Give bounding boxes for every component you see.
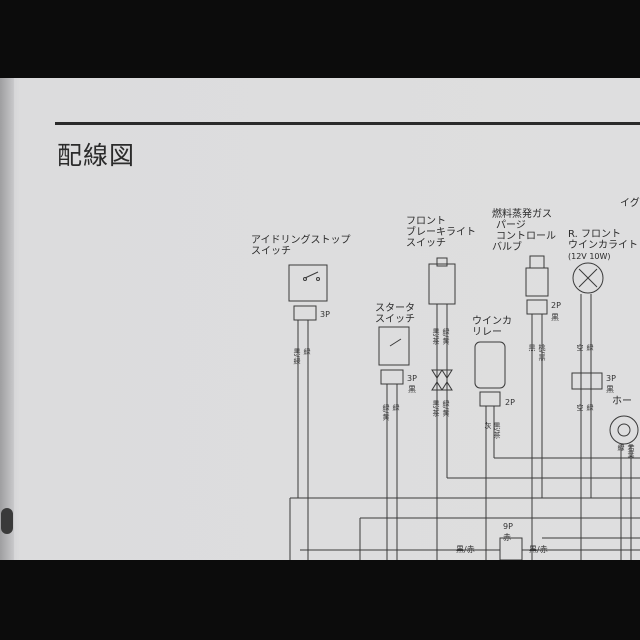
- bulb-filament: [578, 268, 598, 288]
- idle-stop-connector-body: [293, 305, 317, 321]
- horn-symbol: [609, 415, 639, 445]
- winker-connector-color: 黒: [606, 385, 614, 394]
- wire-tag: 空: [576, 404, 584, 411]
- switch-terminal: [303, 277, 307, 281]
- switch-contact: [304, 271, 319, 279]
- horn-symbol-inner: [617, 423, 631, 437]
- front-brake-plunger: [436, 257, 448, 267]
- wire-tag: 緑: [303, 348, 311, 355]
- wire-tag: 緑: [586, 344, 594, 351]
- switch-terminal: [316, 277, 320, 281]
- wire-tag: 緑/黄: [442, 328, 450, 345]
- wire-tag: 緑: [586, 404, 594, 411]
- page-binding-edge: [0, 78, 14, 560]
- purge-connector: 2P: [551, 301, 561, 310]
- winker-connector: 3P: [606, 374, 616, 383]
- purge-connector-color: 黒: [551, 313, 559, 322]
- wire-tag: 黒/緑: [293, 348, 301, 365]
- idle-stop-switch-symbol: [288, 264, 328, 302]
- header-rule: [55, 122, 640, 125]
- idle-stop-switch-label: アイドリングストップ スイッチ: [251, 235, 351, 257]
- binding-hole: [1, 508, 13, 534]
- wiring-schematic: [288, 255, 640, 560]
- wire-tag: 黒/茶: [432, 328, 440, 345]
- starter-connector-color: 黒: [408, 385, 416, 394]
- starter-connector-body: [380, 369, 404, 385]
- winker-bulb-symbol: [572, 262, 604, 294]
- diagram-photo: 配線図 アイドリングストップ スイッチ フロント ブレーキライト スイッチ 燃料…: [0, 78, 640, 560]
- front-brake-switch-symbol: [428, 263, 456, 305]
- starter-connector: 3P: [407, 374, 417, 383]
- relay-connector-body: [479, 391, 501, 407]
- purge-valve-symbol: [525, 267, 549, 297]
- diode-symbol: [431, 381, 443, 391]
- switch-contact: [389, 338, 402, 347]
- purge-connector-body: [526, 299, 548, 315]
- winker-relay-label: ウインカ リレー: [472, 316, 512, 338]
- wire-tag: 緑: [392, 404, 400, 411]
- diode-symbol: [441, 369, 453, 379]
- winker-relay-symbol: [474, 341, 506, 389]
- joint-connector-body: [499, 537, 523, 560]
- relay-connector: 2P: [505, 398, 515, 407]
- wire-tag: 緑/黄: [442, 400, 450, 417]
- horn-label: ホー: [612, 396, 632, 407]
- ignition-label: イグ: [620, 198, 640, 209]
- wire-tag: 黒/茶: [432, 400, 440, 417]
- joint-connector: 9P: [503, 522, 513, 531]
- front-brake-switch-label: フロント ブレーキライト スイッチ: [406, 216, 476, 249]
- starter-switch-label: スタータ スイッチ: [375, 303, 415, 325]
- winker-connector-body: [571, 372, 603, 390]
- wire-tag: 空: [576, 344, 584, 351]
- wire-tag: 灰: [484, 422, 492, 429]
- front-winker-label: R. フロント ウインカライト (12V 10W): [568, 229, 638, 261]
- purge-valve-cap: [529, 255, 545, 269]
- diode-symbol: [431, 369, 443, 379]
- wire-tag: 緑/黄: [382, 404, 390, 421]
- starter-switch-symbol: [378, 326, 410, 366]
- page-title: 配線図: [57, 141, 136, 170]
- diode-symbol: [441, 381, 453, 391]
- wire-tag: 黒/茶: [493, 422, 501, 439]
- purge-valve-label: 燃料蒸発ガス パージ コントロール バルブ: [492, 209, 556, 253]
- idle-stop-connector: 3P: [320, 310, 330, 319]
